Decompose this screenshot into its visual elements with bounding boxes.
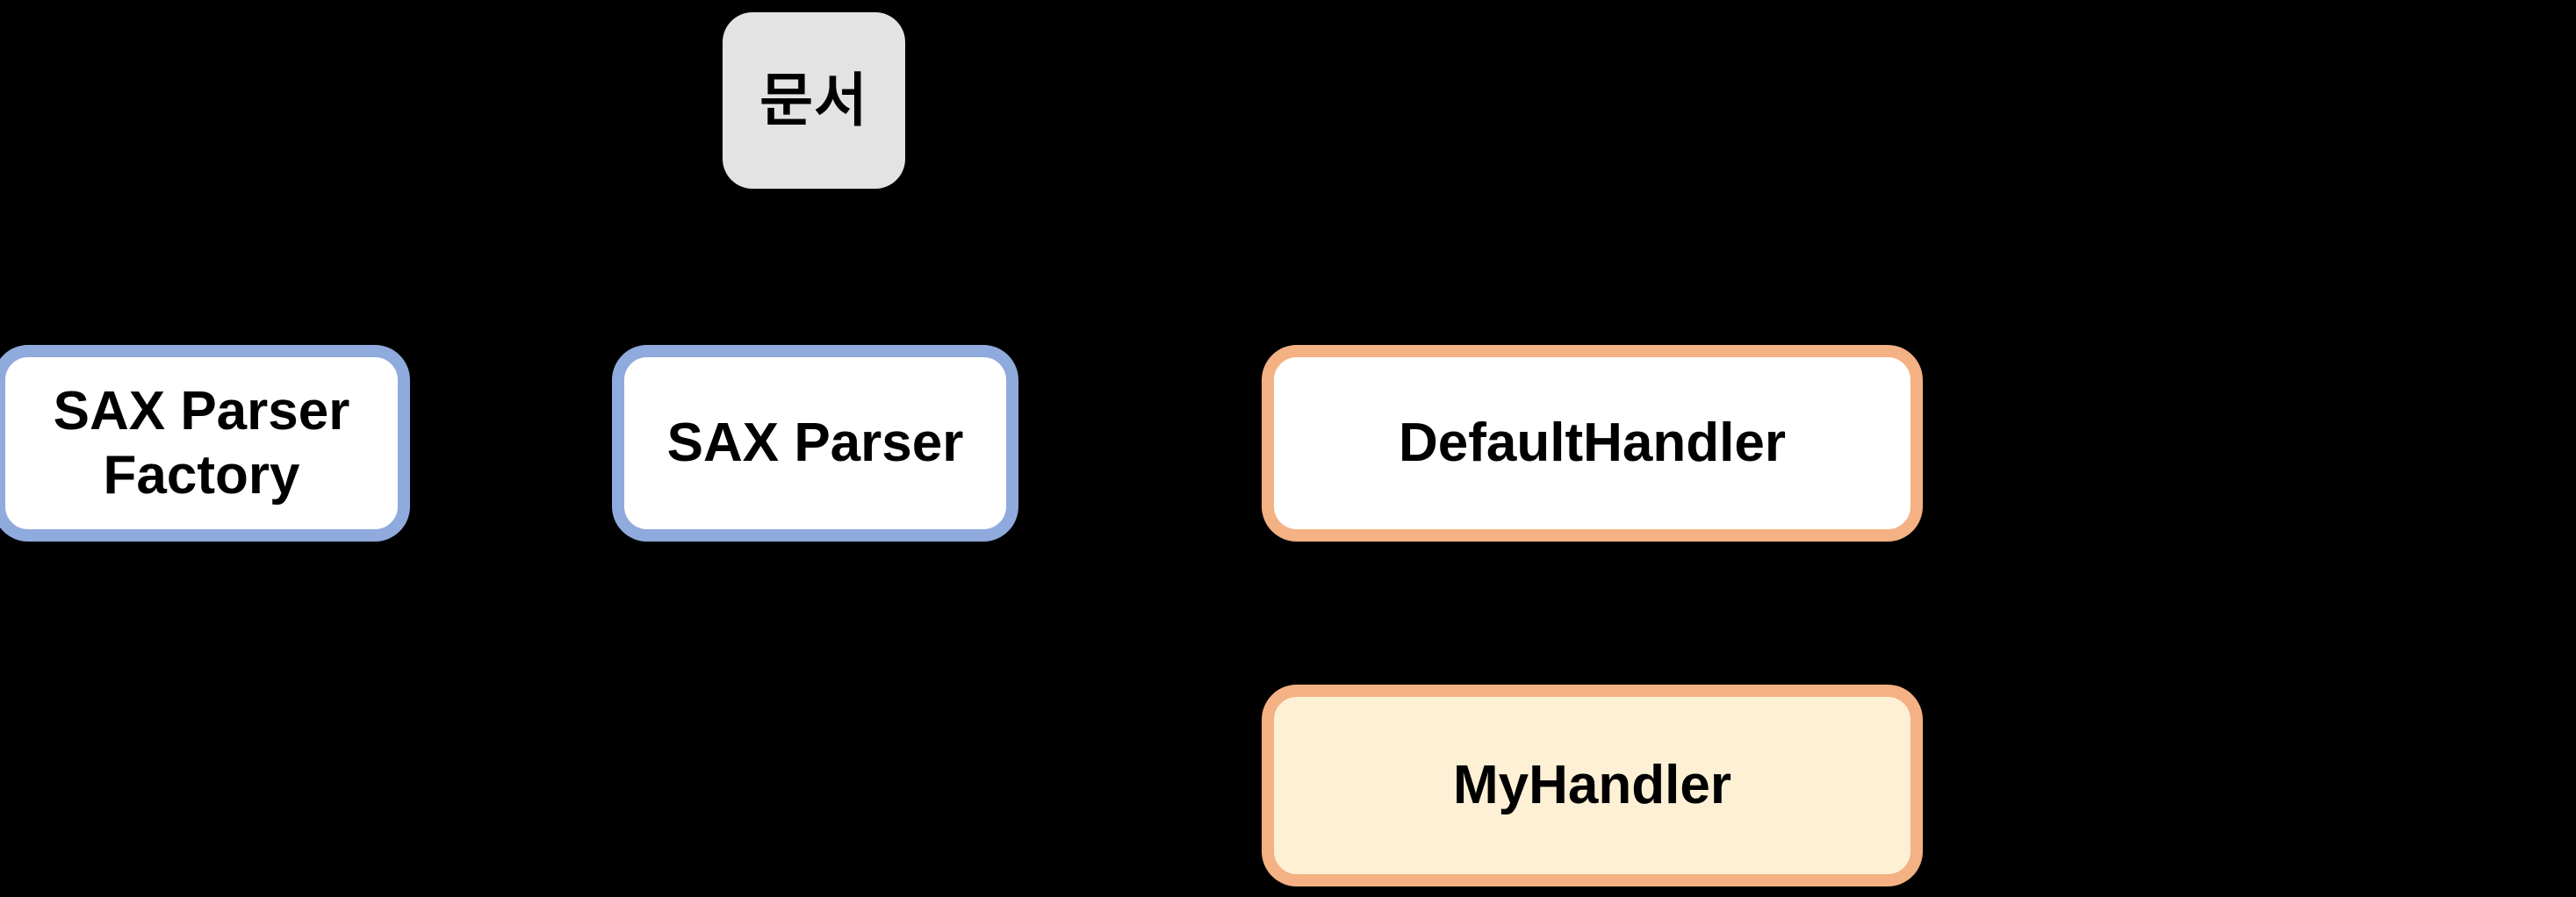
- node-document[interactable]: 문서: [723, 12, 905, 189]
- edge-parser-to-handler: [1014, 431, 1275, 456]
- edge-myhandler-to-defaulthandler: [1581, 535, 1606, 697]
- edge-factory-to-parser: [399, 431, 616, 456]
- node-sax-parser[interactable]: SAX Parser: [612, 345, 1018, 542]
- node-document-label: 문서: [759, 67, 868, 133]
- node-my-handler-label: MyHandler: [1453, 755, 1731, 816]
- node-default-handler-label: DefaultHandler: [1399, 413, 1786, 474]
- node-sax-parser-factory-label: SAX Parser Factory: [53, 380, 350, 506]
- node-sax-parser-factory[interactable]: SAX Parser Factory: [0, 345, 410, 542]
- node-my-handler[interactable]: MyHandler: [1262, 685, 1923, 886]
- node-sax-parser-label: SAX Parser: [666, 413, 964, 474]
- node-default-handler[interactable]: DefaultHandler: [1262, 345, 1923, 542]
- edge-document-to-parser: [800, 186, 824, 351]
